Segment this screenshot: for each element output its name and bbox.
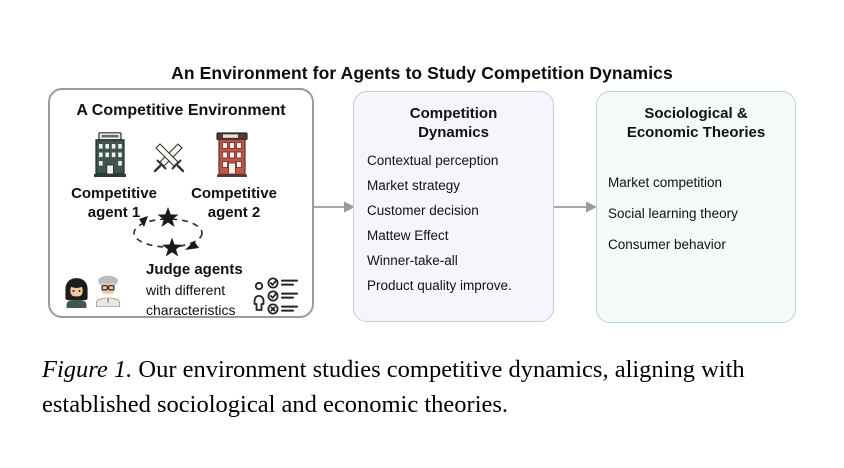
list-item: Market strategy [367,178,461,193]
building-competitor2-icon [216,132,248,177]
judge-agents-title: Judge agents [146,261,243,278]
competitive-agent2-label: Competitive agent 2 [191,185,277,221]
panel-competition-dynamics: Competition Dynamics Contextual percepti… [353,91,554,322]
figure-title: An Environment for Agents to Study Compe… [171,63,673,83]
panel3-title: Sociological & Economic Theories [626,105,766,141]
list-item: Consumer behavior [608,237,726,252]
star-exchange-cycle-icon [133,207,203,257]
panel1-title: A Competitive Environment [76,102,286,119]
list-item: Customer decision [367,203,479,218]
flow-arrow-2-icon [553,201,597,213]
list-item: Contextual perception [367,153,499,168]
competitive-agent1-label: Competitive agent 1 [71,185,157,221]
figure-caption: Figure 1. Our environment studies compet… [42,352,802,422]
list-item: Mattew Effect [367,228,449,243]
list-item: Winner-take-all [367,253,458,268]
competition-dynamics-list: Contextual perception Market strategy Cu… [367,148,512,298]
panel-sociological-economic-theories: Sociological & Economic Theories Market … [596,91,796,323]
judge-avatar-female-icon [65,278,88,308]
panel2-title: Competition Dynamics [409,105,498,141]
crossed-swords-icon [153,143,185,173]
list-item: Social learning theory [608,206,738,221]
flow-arrow-1-icon [313,201,355,213]
list-item: Product quality improve. [367,278,512,293]
judge-agents-label: Judge agents with different characterist… [146,260,266,320]
figure-caption-text: Our environment studies competitive dyna… [42,356,745,418]
judge-agents-subtitle: with different characteristics [146,282,236,318]
theories-list: Market competition Social learning theor… [608,167,738,260]
list-item: Market competition [608,175,723,190]
building-competitor1-icon [94,132,126,177]
figure-caption-label: Figure 1. [42,356,133,383]
judge-checklist-icon [253,277,298,315]
panel-competitive-environment: A Competitive Environment [48,88,314,318]
judge-avatar-male-icon [95,275,121,307]
